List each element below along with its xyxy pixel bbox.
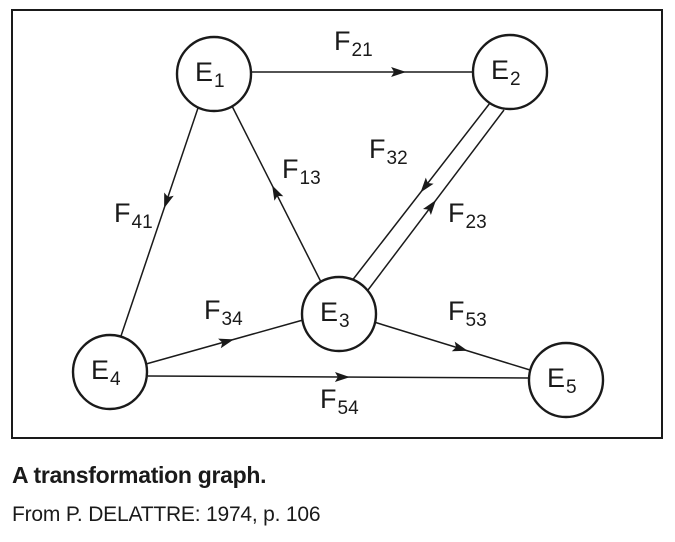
edge-label-f32-subscript: 32 (387, 148, 408, 169)
edge-label-f32-base: F (369, 134, 386, 164)
edge-label-f41-base: F (114, 198, 131, 228)
edge-label-f54-subscript: 54 (338, 398, 360, 419)
edge-label-f13-subscript: 13 (300, 168, 321, 189)
arrowhead-f21 (391, 67, 407, 77)
edge-f34 (145, 319, 304, 365)
node-label-e3: E3 (320, 297, 350, 332)
arrowhead-f23 (423, 200, 436, 215)
edge-f41 (120, 107, 199, 337)
edge-label-f53-subscript: 53 (466, 310, 487, 331)
node-circle-e4 (71, 333, 149, 411)
arrowhead-f32 (420, 177, 434, 193)
figure-frame (11, 9, 663, 439)
edge-label-f21-base: F (334, 26, 351, 56)
node-label-e3-subscript: 3 (339, 311, 350, 332)
edge-label-f23-base: F (448, 198, 465, 228)
edge-label-f34-subscript: 34 (222, 309, 244, 330)
edge-f21 (250, 67, 473, 77)
edge-f13 (231, 105, 322, 283)
caption-title: A transformation graph. (12, 462, 267, 488)
arrowhead-f34 (218, 338, 234, 349)
edge-label-f13: F13 (282, 154, 321, 189)
edge-label-f53-base: F (448, 296, 465, 326)
node-label-e4-subscript: 4 (110, 369, 121, 390)
node-label-e5: E5 (547, 363, 577, 398)
node-label-e2-base: E (491, 55, 509, 85)
edge-label-f13-base: F (282, 154, 299, 184)
edge-label-f32: F32 (369, 134, 408, 169)
node-circle-e3 (300, 275, 378, 353)
edge-f54 (147, 372, 530, 382)
node-label-e4: E4 (91, 355, 121, 390)
node-label-e4-base: E (91, 355, 109, 385)
edge-label-f34-base: F (204, 295, 221, 325)
edges (120, 67, 531, 382)
node-label-e5-base: E (547, 363, 565, 393)
edge-f53 (373, 321, 531, 371)
node-label-e1-base: E (195, 57, 213, 87)
node-circle-e2 (471, 33, 549, 111)
node-label-e3-base: E (320, 297, 338, 327)
node-e5: E5 (527, 341, 605, 419)
edge-label-f41-subscript: 41 (132, 212, 153, 233)
node-circle-e5 (527, 341, 605, 419)
edge-line-f41 (120, 107, 199, 337)
node-e1: E1 (175, 35, 253, 113)
node-e3: E3 (300, 275, 378, 353)
edge-label-f23: F23 (448, 198, 487, 233)
node-circle-e1 (175, 35, 253, 113)
edge-label-f21: F21 (334, 26, 373, 61)
edge-label-f54-base: F (320, 384, 337, 414)
node-label-e5-subscript: 5 (566, 377, 577, 398)
arrowhead-f41 (164, 192, 174, 209)
node-label-e2-subscript: 2 (510, 69, 521, 90)
edge-label-f54: F54 (320, 384, 359, 419)
node-e2: E2 (471, 33, 549, 111)
caption-source: From P. DELATTRE: 1974, p. 106 (12, 503, 321, 526)
edge-label-f23-subscript: 23 (466, 212, 487, 233)
edge-label-f53: F53 (448, 296, 487, 331)
edge-line-f53 (373, 321, 531, 371)
edge-label-f21-subscript: 21 (352, 40, 373, 61)
edge-f32 (350, 102, 491, 283)
arrowhead-f13 (272, 185, 284, 201)
node-label-e1: E1 (195, 57, 225, 92)
edge-label-f41: F41 (114, 198, 153, 233)
edge-f23 (367, 109, 505, 291)
node-label-e2: E2 (491, 55, 521, 90)
edge-label-f34: F34 (204, 295, 243, 330)
arrowhead-f53 (451, 341, 468, 352)
arrowhead-f54 (334, 372, 350, 382)
node-label-e1-subscript: 1 (214, 71, 225, 92)
node-e4: E4 (71, 333, 149, 411)
